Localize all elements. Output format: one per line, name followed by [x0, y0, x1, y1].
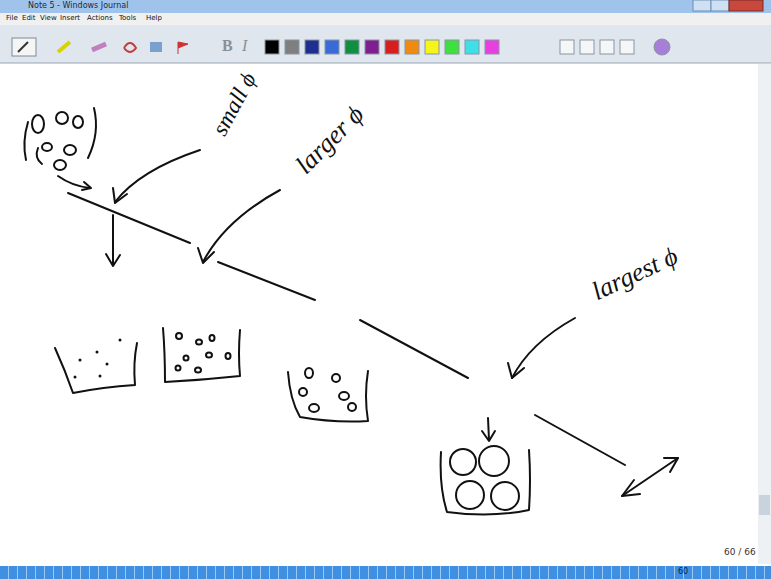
maximize-button [711, 0, 729, 11]
toolbar-icons [12, 38, 188, 56]
handwritten-note: largest ϕ [588, 243, 682, 305]
italic-button: I [242, 38, 247, 54]
menu-item: Help [146, 15, 162, 22]
page-counter: 60 / 66 [724, 548, 756, 557]
close-button [729, 0, 763, 11]
minimize-button [693, 0, 711, 11]
menu-item: View [40, 15, 57, 22]
color-palette [265, 39, 670, 55]
menu-item: Actions [87, 15, 113, 22]
menu-item: File [6, 15, 18, 22]
handwritten-note: larger ϕ [291, 101, 369, 179]
scrollbar [758, 64, 771, 564]
bracket [88, 108, 96, 158]
toolbar-border [0, 63, 771, 64]
ink-drawing [24, 108, 678, 515]
menu-item: Tools [119, 15, 136, 22]
scroll-thumb [759, 495, 770, 515]
window-title: Note 5 - Windows Journal [28, 2, 128, 10]
menu-bar [0, 13, 771, 25]
toolbar [0, 25, 771, 63]
handwritten-note: small ϕ [208, 69, 260, 139]
page-bar [0, 566, 771, 579]
page-number: 60 [678, 568, 688, 576]
menu-item: Edit [22, 15, 36, 22]
title-bar [0, 0, 771, 13]
bracket [24, 122, 28, 160]
menu-item: Insert [60, 15, 80, 22]
bold-button: B [222, 38, 233, 54]
